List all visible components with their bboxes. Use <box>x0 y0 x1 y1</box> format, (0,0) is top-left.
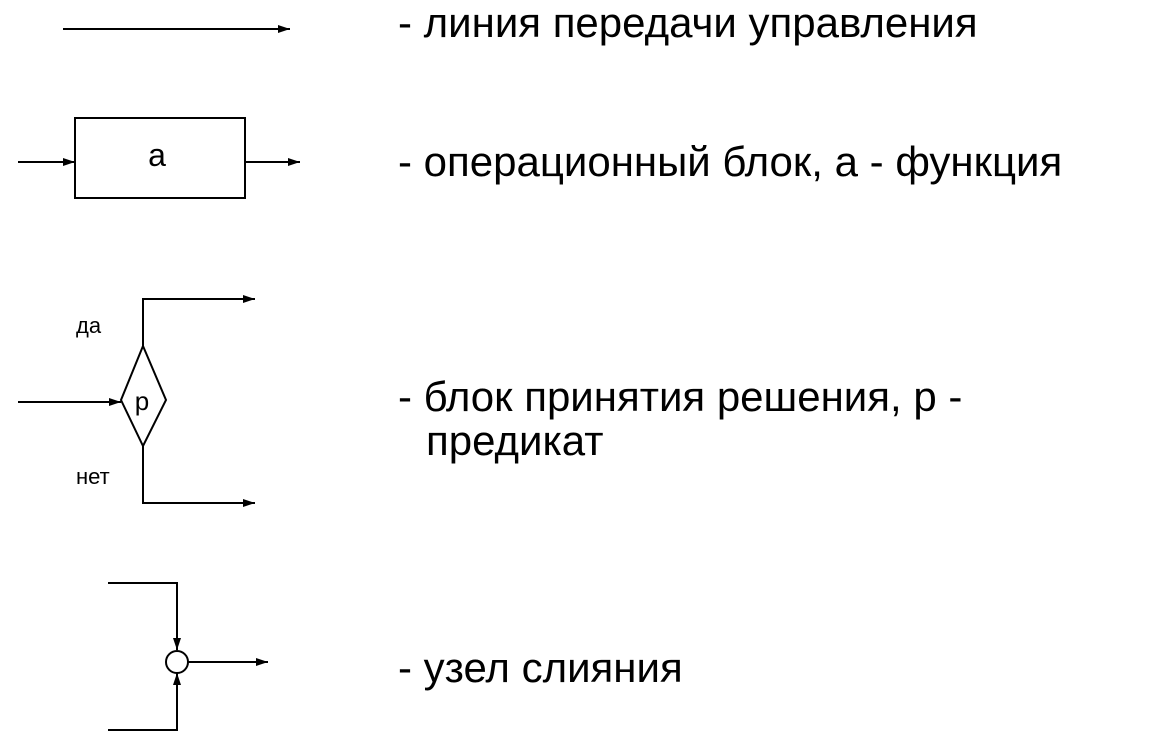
decision-yes-label: да <box>76 313 102 338</box>
decision-block-description-line1: - блок принятия решения, р - <box>398 373 963 420</box>
decision-no-label: нет <box>76 464 110 489</box>
decision-yes-branch-arrow <box>142 295 255 346</box>
merge-node-symbol <box>108 582 268 731</box>
merge-top-input-arrow <box>108 582 181 650</box>
operation-block-description: - операционный блок, а - функция <box>398 138 1063 185</box>
decision-block-description-line2: предикат <box>426 417 604 464</box>
decision-no-branch-arrow <box>142 446 255 507</box>
decision-block-label: р <box>135 386 149 416</box>
merge-bottom-input-arrow <box>108 673 181 731</box>
control-line-description: - линия передачи управления <box>398 0 978 46</box>
operation-block-rect <box>74 117 246 199</box>
operation-block-symbol: а <box>18 117 300 199</box>
decision-block-symbol: р да нет <box>18 295 255 507</box>
merge-node-circle <box>165 650 189 674</box>
merge-node-description: - узел слияния <box>398 644 683 691</box>
operation-block-label: а <box>148 137 166 173</box>
